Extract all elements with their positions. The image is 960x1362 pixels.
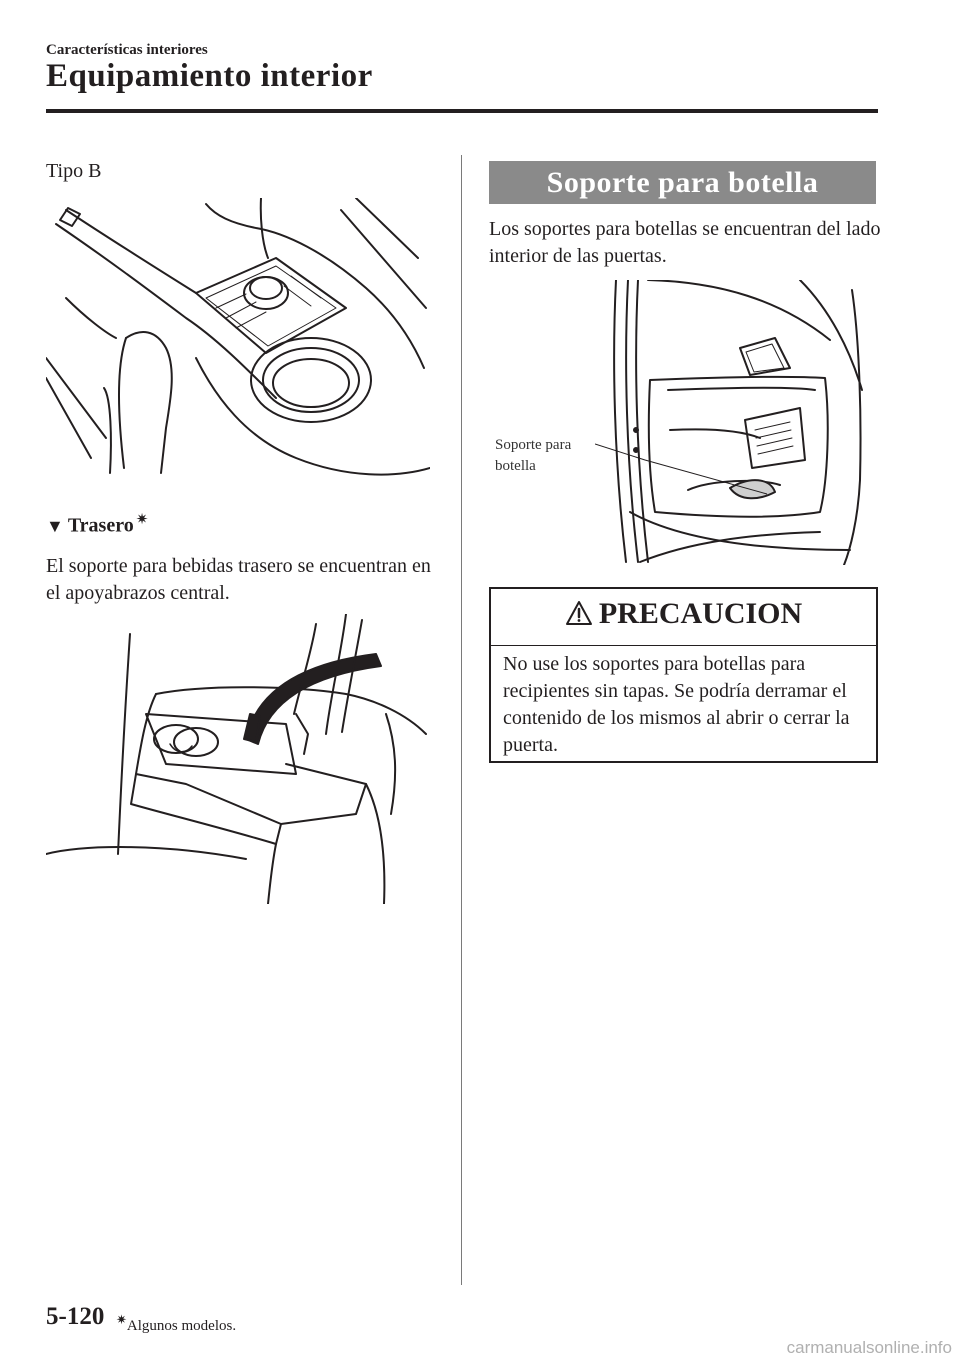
trasero-heading: ▼Trasero✷ [46,510,148,538]
callout-label-line1: Soporte para [495,437,572,453]
door-bottle-holder-illustration [613,280,863,565]
triangle-marker-icon: ▼ [46,515,64,536]
callout-leader-line [595,443,768,495]
caution-rule [491,645,876,646]
section-banner: Soporte para botella [489,161,876,204]
trasero-heading-text: Trasero [67,514,134,537]
callout-label-line2: botella [495,458,536,474]
rear-armrest-cupholder-illustration [46,614,427,904]
tipo-b-label: Tipo B [46,160,102,182]
section-label: Características interiores [46,42,208,58]
footnote-text: Algunos modelos. [126,1318,237,1334]
caution-body: No use los soportes para botellas para r… [503,653,850,756]
header-rule [46,109,878,113]
page-title: Equipamiento interior [46,58,373,94]
caution-title: PRECAUCION [598,597,803,630]
front-console-cupholder-illustration [46,198,430,476]
page-number: 5-120 [46,1303,105,1330]
asterisk-icon: ✷ [116,1312,127,1327]
asterisk-icon: ✷ [135,512,149,528]
caution-box: PRECAUCION No use los soportes para bote… [489,587,878,763]
watermark: carmanualsonline.info [786,1338,952,1357]
callout-label: Soporte para botella [495,435,605,477]
column-divider [461,155,462,1285]
caution-heading: PRECAUCION [491,597,876,631]
soporte-paragraph: Los soportes para botellas se encuentran… [489,218,881,267]
warning-triangle-icon [565,601,592,625]
footnote: ✷Algunos modelos. [116,1312,236,1335]
trasero-paragraph: El soporte para bebidas trasero se encue… [46,555,431,604]
